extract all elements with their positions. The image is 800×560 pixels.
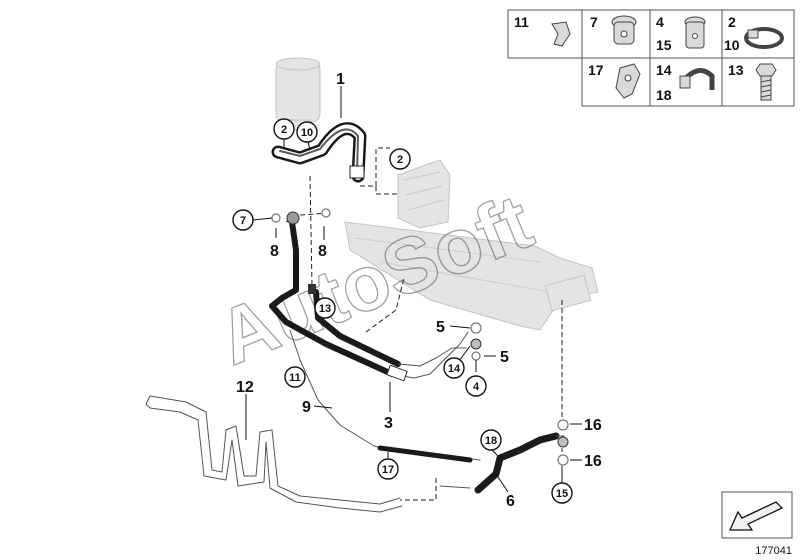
callout-14: 14 <box>448 363 461 375</box>
hollow-bolt-15 <box>557 436 569 448</box>
sealing-ring-5a <box>470 322 482 334</box>
grid-label-2: 2 <box>728 14 736 30</box>
sealing-ring-5b <box>471 351 481 361</box>
leader-lines <box>245 86 582 493</box>
grid-label-11: 11 <box>514 14 529 30</box>
callout-ring-15 <box>551 482 573 504</box>
cooling-coil-12 <box>145 395 403 513</box>
suction-line-9 <box>289 329 481 463</box>
callout-ring-2b <box>389 148 411 170</box>
callout-13: 13 <box>319 303 331 315</box>
callout-9: 9 <box>302 399 311 416</box>
callout-ring-14 <box>443 357 465 379</box>
callout-5b: 5 <box>500 349 509 366</box>
grid-label-14: 14 <box>656 62 672 78</box>
steering-pump <box>397 159 451 229</box>
bolt-13 <box>308 284 316 294</box>
callout-8b: 8 <box>318 243 327 260</box>
callout-labels: 1 2 10 2 7 8 8 13 5 5 14 4 11 9 3 12 17 … <box>232 71 602 510</box>
callout-11: 11 <box>289 372 301 384</box>
steering-rack <box>344 221 599 331</box>
sealing-ring-16b <box>557 454 569 466</box>
parts-grid: 11 7 4 15 2 10 17 <box>507 9 795 107</box>
clip-icon <box>551 21 571 47</box>
hose-clamp-icon <box>744 27 784 49</box>
grid-label-17: 17 <box>588 62 604 78</box>
seals-and-bolts <box>271 208 569 466</box>
callout-ring-13 <box>314 297 336 319</box>
hollow-bolt-14 <box>470 338 482 350</box>
grid-label-15: 15 <box>656 37 672 53</box>
grid-label-4: 4 <box>656 14 664 30</box>
pipe-clamp-icon <box>679 68 715 90</box>
callout-ring-2a <box>273 118 295 140</box>
return-hose-1 <box>271 122 367 183</box>
callout-ring-18 <box>480 429 502 451</box>
screw-icon <box>755 63 777 101</box>
grid-label-18: 18 <box>656 87 672 103</box>
grid-label-7: 7 <box>590 14 598 30</box>
sealing-ring-16a <box>557 419 569 431</box>
orientation-arrow-box <box>721 491 793 539</box>
callout-ring-7 <box>232 209 254 231</box>
callout-2b: 2 <box>397 154 403 166</box>
callout-2a: 2 <box>281 124 287 136</box>
callout-10a: 10 <box>301 127 313 139</box>
callout-ring-17 <box>377 458 399 480</box>
callout-16b: 16 <box>584 453 602 470</box>
callout-6: 6 <box>506 493 515 510</box>
callout-8a: 8 <box>270 243 279 260</box>
callout-3: 3 <box>384 415 393 432</box>
callout-5a: 5 <box>436 319 445 336</box>
arrow-icon <box>728 501 784 531</box>
hollow-bolt-icon <box>684 16 706 49</box>
grid-label-10: 10 <box>724 37 740 53</box>
callout-ring-11 <box>284 366 306 388</box>
callout-15: 15 <box>556 488 568 500</box>
callout-4: 4 <box>473 381 480 393</box>
callout-16a: 16 <box>584 417 602 434</box>
banjo-fitting-icon <box>611 15 637 45</box>
reservoir <box>275 57 321 131</box>
callout-ring-10a <box>296 121 318 143</box>
callout-1: 1 <box>336 71 345 88</box>
figure-number: 177041 <box>755 545 792 557</box>
callout-ring-4 <box>465 375 487 397</box>
dashed-leaders <box>285 147 563 501</box>
sealing-ring-8 <box>321 208 331 218</box>
bracket-clip-icon <box>615 63 641 99</box>
sealing-ring-7 <box>271 213 281 223</box>
callout-18: 18 <box>485 435 497 447</box>
return-pipe-6 <box>439 432 565 494</box>
banjo-fitting <box>286 211 300 225</box>
callout-7: 7 <box>240 215 246 227</box>
callout-17: 17 <box>382 464 394 476</box>
callout-12: 12 <box>236 379 254 396</box>
grid-label-13: 13 <box>728 62 744 78</box>
